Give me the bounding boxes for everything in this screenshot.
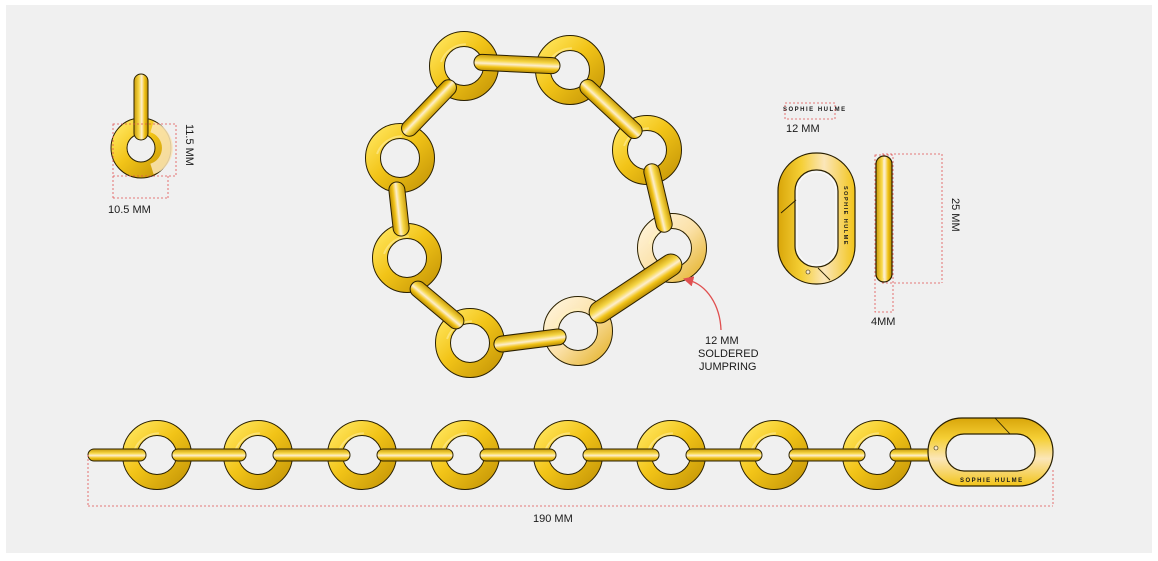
chain-bar (171, 448, 247, 462)
chain-bar (87, 448, 147, 462)
callout-line2: SOLDERED (698, 348, 759, 360)
clasp-front-view: SOPHIE HULME (777, 152, 856, 285)
jumpring-dimensions (112, 123, 177, 199)
chain-drawing (87, 420, 948, 490)
bracelet-ring (372, 223, 442, 293)
jumpring-detail (110, 73, 173, 179)
callout-line3: JUMPRING (699, 361, 756, 373)
bracelet-bar-long (588, 253, 683, 324)
callout-line1: 12 MM (705, 335, 739, 347)
chain-bar (479, 448, 557, 462)
brand-width-dimension (784, 102, 836, 120)
bracelet-bar (388, 181, 410, 237)
bracelet-bar (643, 163, 673, 233)
chain-bar (788, 448, 866, 462)
bracelet-drawing (365, 31, 707, 378)
clasp-side-view (875, 155, 893, 283)
clasp-thickness-label: 4MM (871, 316, 895, 328)
clasp-dimensions (874, 153, 943, 313)
clasp-engraving: SOPHIE HULME (842, 186, 848, 246)
bracelet-bar (579, 78, 643, 140)
chain-bar (582, 448, 660, 462)
bracelet-bar (409, 280, 465, 330)
bracelet-bar (473, 53, 561, 75)
jumpring-height-label: 11.5 MM (183, 124, 195, 166)
chain-bar (685, 448, 763, 462)
jumpring-width-label: 10.5 MM (108, 204, 151, 216)
brand-width-label: 12 MM (786, 123, 820, 135)
chain-length-label: 190 MM (533, 513, 573, 525)
chain-clasp-engraving: SOPHIE HULME (960, 478, 1024, 484)
brand-logo-top: SOPHIE HULME (783, 107, 847, 113)
chain-bar (376, 448, 454, 462)
clasp-length-label: 25 MM (949, 198, 961, 232)
chain-bar (272, 448, 351, 462)
bracelet-bar (401, 79, 457, 137)
chain-end-clasp: SOPHIE HULME (927, 417, 1054, 487)
callout-arrow (682, 276, 722, 331)
chain-length-dimension (87, 455, 1054, 507)
